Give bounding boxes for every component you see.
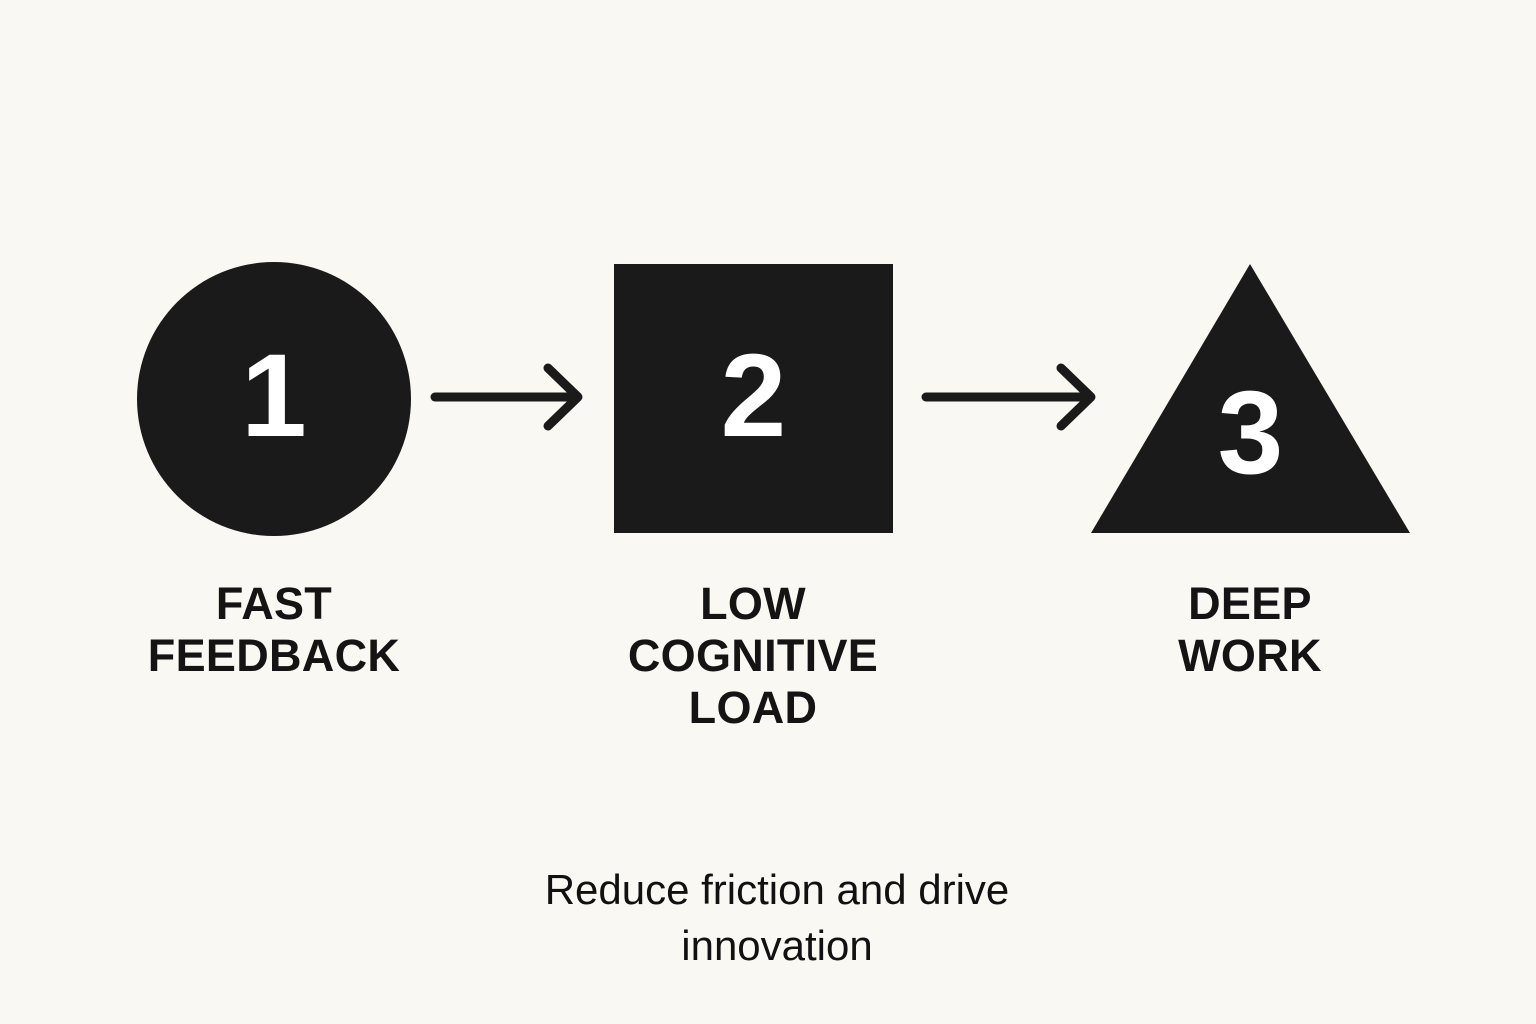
step-3-label: DEEP WORK <box>1178 578 1322 682</box>
arrow-right-icon <box>921 363 1099 431</box>
step-3-group: 3 <box>1091 264 1410 533</box>
step-2-label: LOW COGNITIVE LOAD <box>627 578 879 734</box>
square-shape[interactable]: 2 <box>614 264 893 533</box>
step-1-group: 1 <box>137 262 411 536</box>
circle-shape[interactable]: 1 <box>137 262 411 536</box>
diagram-caption: Reduce friction and drive innovation <box>544 866 1010 969</box>
triangle-shape[interactable]: 3 <box>1091 264 1410 533</box>
step-3-number-wrap: 3 <box>1091 264 1410 533</box>
step-2-number: 2 <box>720 329 787 462</box>
step-1-label: FAST FEEDBACK <box>147 578 401 682</box>
step-3-number: 3 <box>1217 366 1284 499</box>
step-1-number: 1 <box>241 330 307 462</box>
arrow-right-icon <box>430 363 586 431</box>
step-2-group: 2 <box>614 264 893 533</box>
